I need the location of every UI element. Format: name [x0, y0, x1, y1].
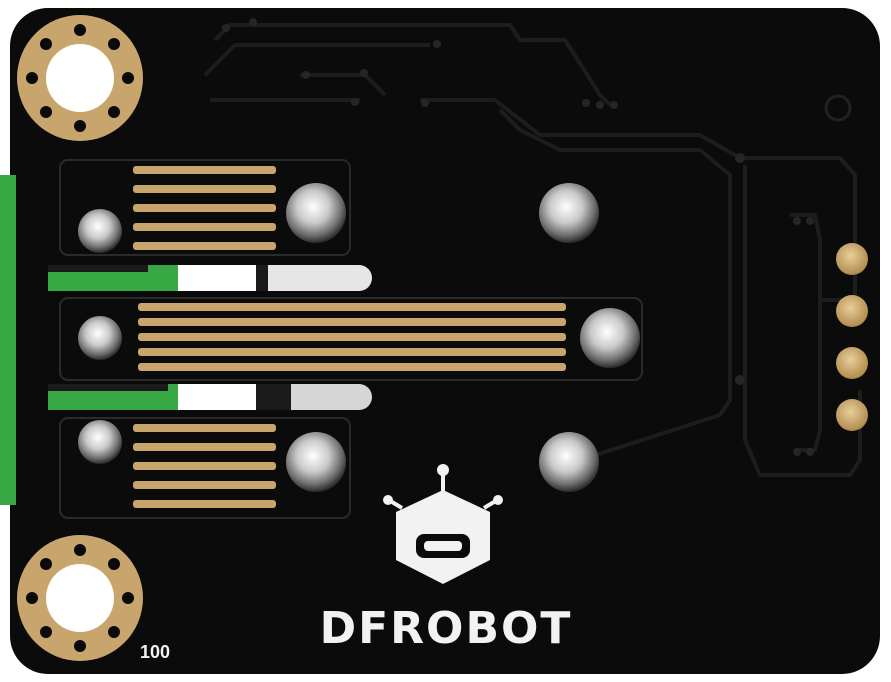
version-label: 100 — [140, 642, 171, 662]
electrode-fingers-middle — [138, 303, 566, 371]
header-pads — [836, 243, 868, 431]
electrode-fingers-top — [133, 166, 276, 250]
electrode-fingers-bottom — [133, 424, 276, 508]
mounting-hole-icon — [17, 535, 143, 661]
vias — [222, 18, 852, 456]
lower-slot — [48, 384, 372, 410]
electrode-outline-top — [59, 159, 351, 256]
dfrobot-robot-head-icon — [383, 464, 503, 584]
mounting-hole-icon — [17, 15, 143, 141]
brand-logo-text: DFROBOT — [319, 603, 573, 654]
upper-slot — [48, 265, 372, 291]
electrode-outline-bottom — [59, 417, 351, 519]
green-edge — [0, 175, 16, 505]
solder-joints — [78, 183, 640, 492]
electrode-outline-middle — [59, 297, 643, 381]
